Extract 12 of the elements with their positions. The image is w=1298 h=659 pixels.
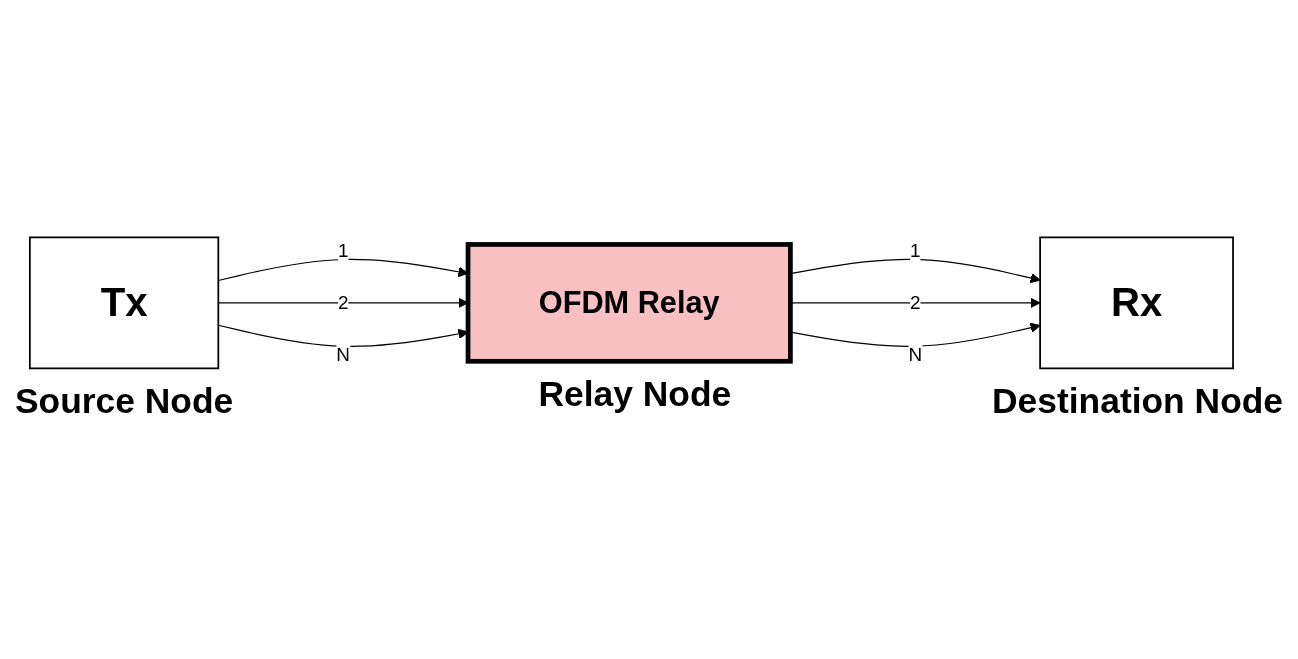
edge-label: N (908, 343, 923, 364)
node-box: Tx (28, 236, 220, 369)
edge-label: 2 (337, 291, 349, 312)
node-caption: Destination Node (992, 380, 1284, 421)
node-box: OFDM Relay (465, 241, 793, 364)
edge-label: 1 (910, 239, 921, 260)
node-box: Rx (1039, 236, 1234, 369)
node-caption: Relay Node (538, 373, 732, 414)
edge-label: 2 (910, 291, 921, 312)
edge-label: 1 (337, 239, 349, 260)
edge-label: N (336, 343, 350, 364)
node-caption: Source Node (14, 380, 234, 421)
